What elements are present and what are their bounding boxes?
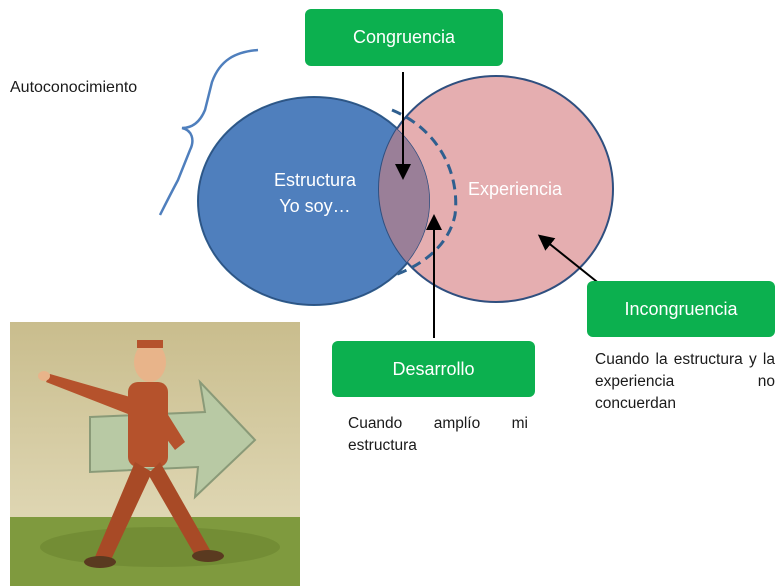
development-description: Cuando amplío mi estructura <box>348 415 528 454</box>
development-box: Desarrollo <box>332 341 535 397</box>
experience-label: Experiencia <box>467 179 563 199</box>
incongruence-box: Incongruencia <box>587 281 775 337</box>
incongruence-description: Cuando la estructura y la experiencia no… <box>595 351 775 412</box>
structure-label: Estructura Yo soy… <box>250 167 380 219</box>
congruence-box: Congruencia <box>305 9 503 66</box>
self-knowledge-bracket <box>158 48 259 216</box>
expanded-structure-dashed <box>391 108 458 277</box>
structure-line2: Yo soy… <box>279 196 351 216</box>
self-knowledge-label: Autoconocimiento <box>10 79 138 96</box>
incongruence-label: Incongruencia <box>624 298 738 319</box>
development-label: Desarrollo <box>392 358 475 379</box>
man-walking-with-arrow-illustration <box>10 322 300 586</box>
incongruence-arrow <box>537 234 607 290</box>
structure-line1: Estructura <box>273 170 357 190</box>
congruence-label: Congruencia <box>352 27 456 47</box>
